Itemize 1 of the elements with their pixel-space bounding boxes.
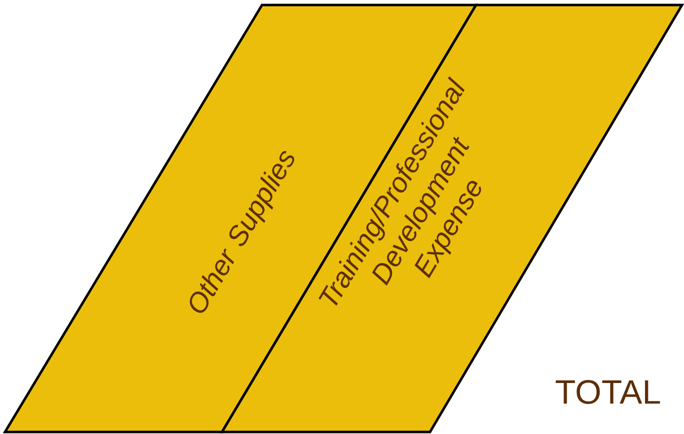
total-label: TOTAL: [556, 380, 660, 404]
